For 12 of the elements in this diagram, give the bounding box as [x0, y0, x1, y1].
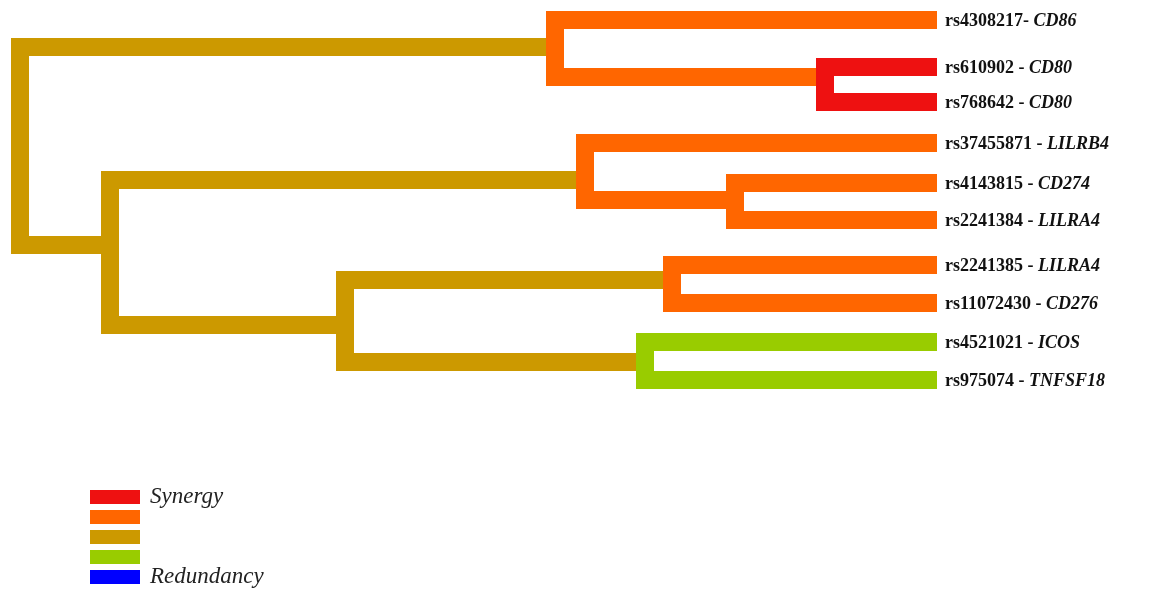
snp-gene-label: rs11072430 - CD276: [945, 292, 1098, 314]
snp-gene-label: rs975074 - TNFSF18: [945, 369, 1106, 391]
snp-gene-label: rs37455871 - LILRB4: [945, 132, 1109, 154]
snp-gene-label: rs2241384 - LILRA4: [945, 209, 1100, 231]
snp-gene-label: rs610902 - CD80: [945, 56, 1072, 78]
snp-gene-label: rs4143815 - CD274: [945, 172, 1090, 194]
legend-label: Redundancy: [150, 563, 264, 589]
legend-label: Synergy: [150, 483, 224, 509]
snp-gene-label: rs2241385 - LILRA4: [945, 254, 1100, 276]
snp-gene-label: rs768642 - CD80: [945, 91, 1072, 113]
snp-gene-label: rs4308217- CD86: [945, 9, 1077, 31]
snp-gene-label: rs4521021 - ICOS: [945, 331, 1081, 353]
